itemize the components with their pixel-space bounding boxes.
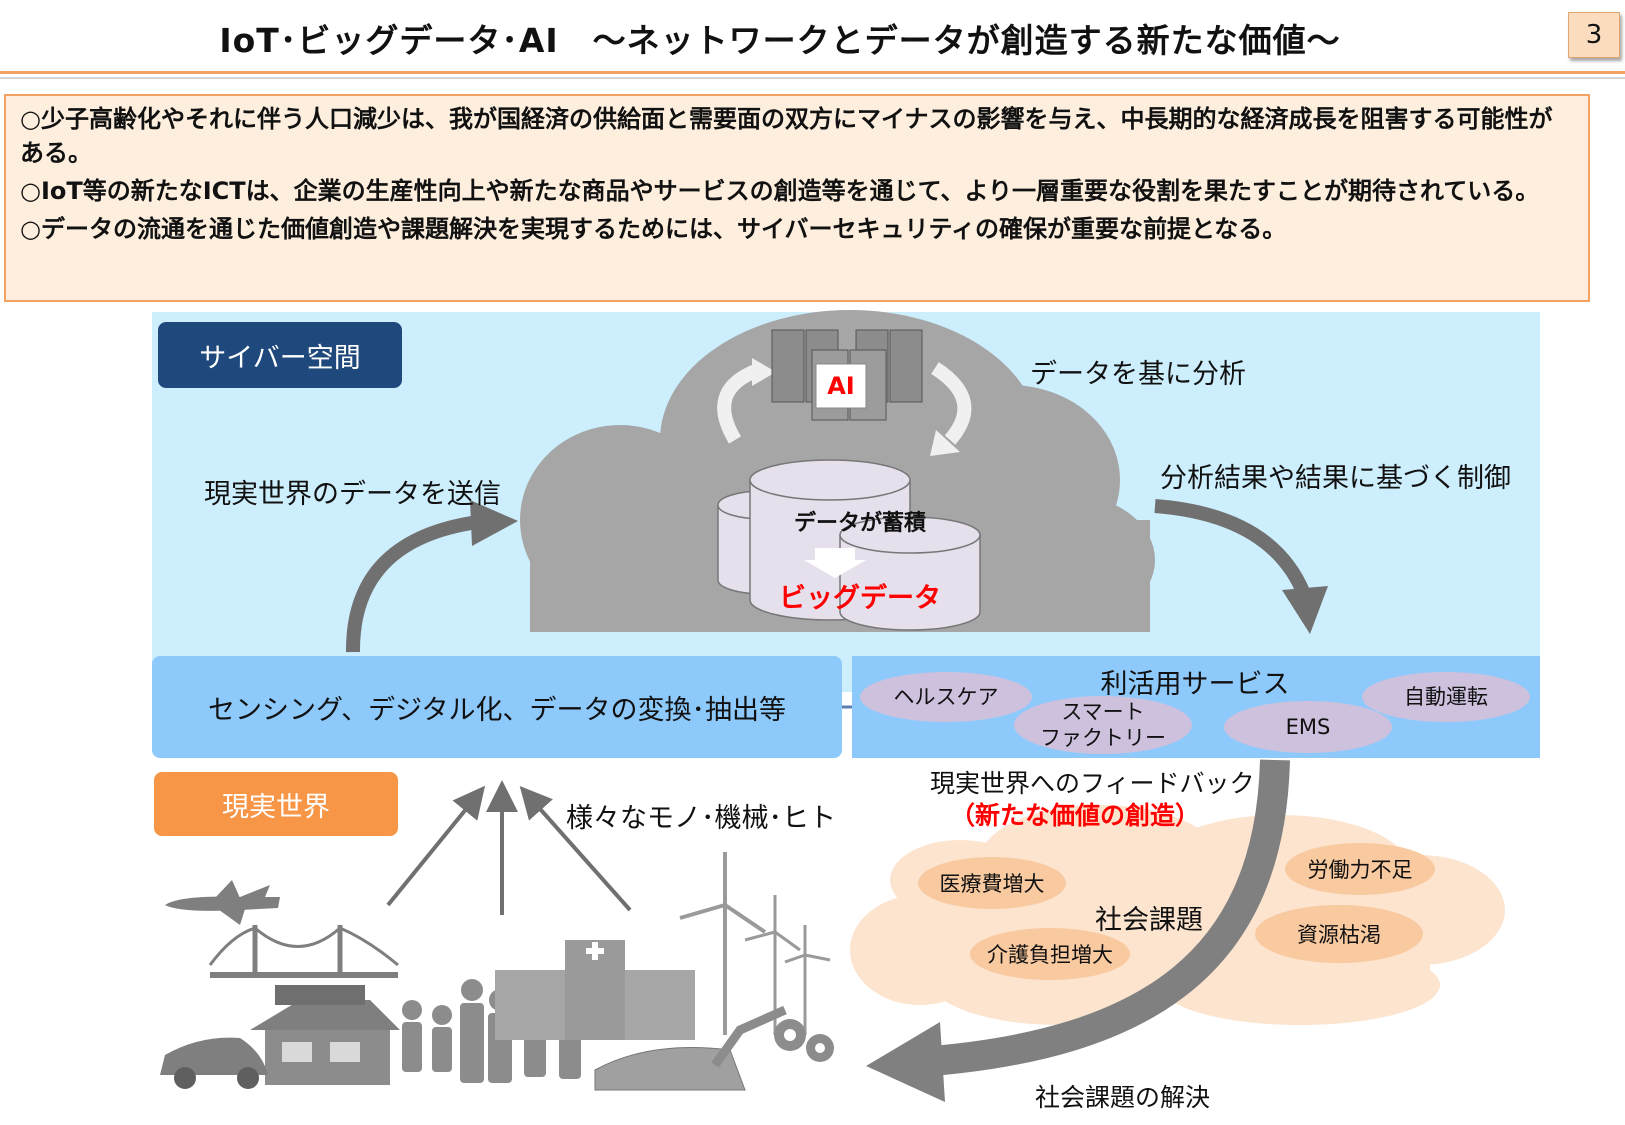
ai-label: AI: [827, 372, 855, 400]
cycle-arrow-icon: [717, 363, 761, 444]
page-title: IoT･ビッグデータ･AI ～ネットワークとデータが創造する新たな価値～: [219, 21, 1341, 60]
real-world-label: 現実世界: [154, 772, 398, 836]
feedback-arrow-icon: [918, 759, 1290, 1077]
header-divider: [0, 71, 1625, 74]
cycle-arrow-icon: [931, 362, 972, 445]
send-data-label: 現実世界のデータを送信: [204, 479, 501, 510]
control-arrow-icon: [1154, 499, 1311, 597]
cyber-space-label: サイバー空間: [158, 322, 402, 388]
cycle-arrowhead-icon: [930, 430, 960, 456]
summary-point-3: ○データの流通を通じた価値創造や課題解決を実現するためには、サイバーセキュリティ…: [20, 215, 1287, 243]
bigdata-label: ビッグデータ: [779, 583, 941, 614]
analyze-label: データを基に分析: [1030, 359, 1246, 390]
resolution-label: 社会課題の解決: [1035, 1083, 1211, 1112]
issue-care-burden: 介護負担増大: [970, 928, 1130, 980]
feedback-label: 現実世界へのフィードバック: [930, 769, 1255, 798]
control-arrowhead-icon: [1282, 586, 1328, 634]
services-title: 利活用サービス: [1100, 669, 1290, 700]
server-rack-icon: [771, 329, 923, 421]
send-arrow-icon: [345, 515, 479, 653]
things-label: 様々なモノ･機械･ヒト: [566, 803, 836, 834]
control-label: 分析結果や結果に基づく制御: [1160, 463, 1511, 494]
social-issues-title: 社会課題: [1095, 905, 1203, 936]
service-healthcare: ヘルスケア: [860, 672, 1032, 722]
up-arrows: [386, 780, 632, 915]
service-smart-factory: スマート ファクトリー: [1014, 696, 1192, 754]
house-icon: [250, 985, 400, 1085]
car-icon: [160, 1037, 268, 1089]
bridge-icon: [208, 925, 399, 978]
service-ems: EMS: [1224, 701, 1392, 753]
down-arrow-icon: [804, 548, 866, 578]
gear-icon: [774, 1019, 834, 1062]
issue-labor-shortage: 労働力不足: [1285, 843, 1435, 895]
new-value-label: （新たな価値の創造）: [950, 801, 1201, 830]
accumulate-label: データが蓄積: [793, 511, 926, 536]
cycle-arrowhead-icon: [752, 358, 776, 386]
summary-box: ○少子高齢化やそれに伴う人口減少は、我が国経済の供給面と需要面の双方にマイナスの…: [4, 94, 1590, 302]
page-number-badge: 3: [1568, 12, 1620, 58]
hospital-icon: [495, 940, 695, 1040]
robot-arm-icon: [711, 1005, 787, 1068]
issue-resource-depletion: 資源枯渇: [1255, 905, 1423, 963]
feedback-arrowhead-icon: [866, 1022, 945, 1102]
summary-point-2: ○IoT等の新たなICTは、企業の生産性向上や新たな商品やサービスの創造等を通じ…: [20, 177, 1540, 205]
airplane-icon: [165, 880, 280, 925]
service-autonomous-driving: 自動運転: [1362, 672, 1530, 722]
sensing-block: センシング、デジタル化、データの変換･抽出等: [152, 656, 842, 758]
wind-turbine-icon: [679, 852, 831, 1035]
services-block: ヘルスケア スマート ファクトリー EMS 自動運転: [852, 656, 1540, 758]
send-arrowhead-icon: [470, 500, 518, 546]
summary-point-1: ○少子高齢化やそれに伴う人口減少は、我が国経済の供給面と需要面の双方にマイナスの…: [20, 105, 1553, 167]
issue-medical-cost: 医療費増大: [918, 857, 1066, 909]
header-divider-shadow: [0, 77, 1625, 79]
